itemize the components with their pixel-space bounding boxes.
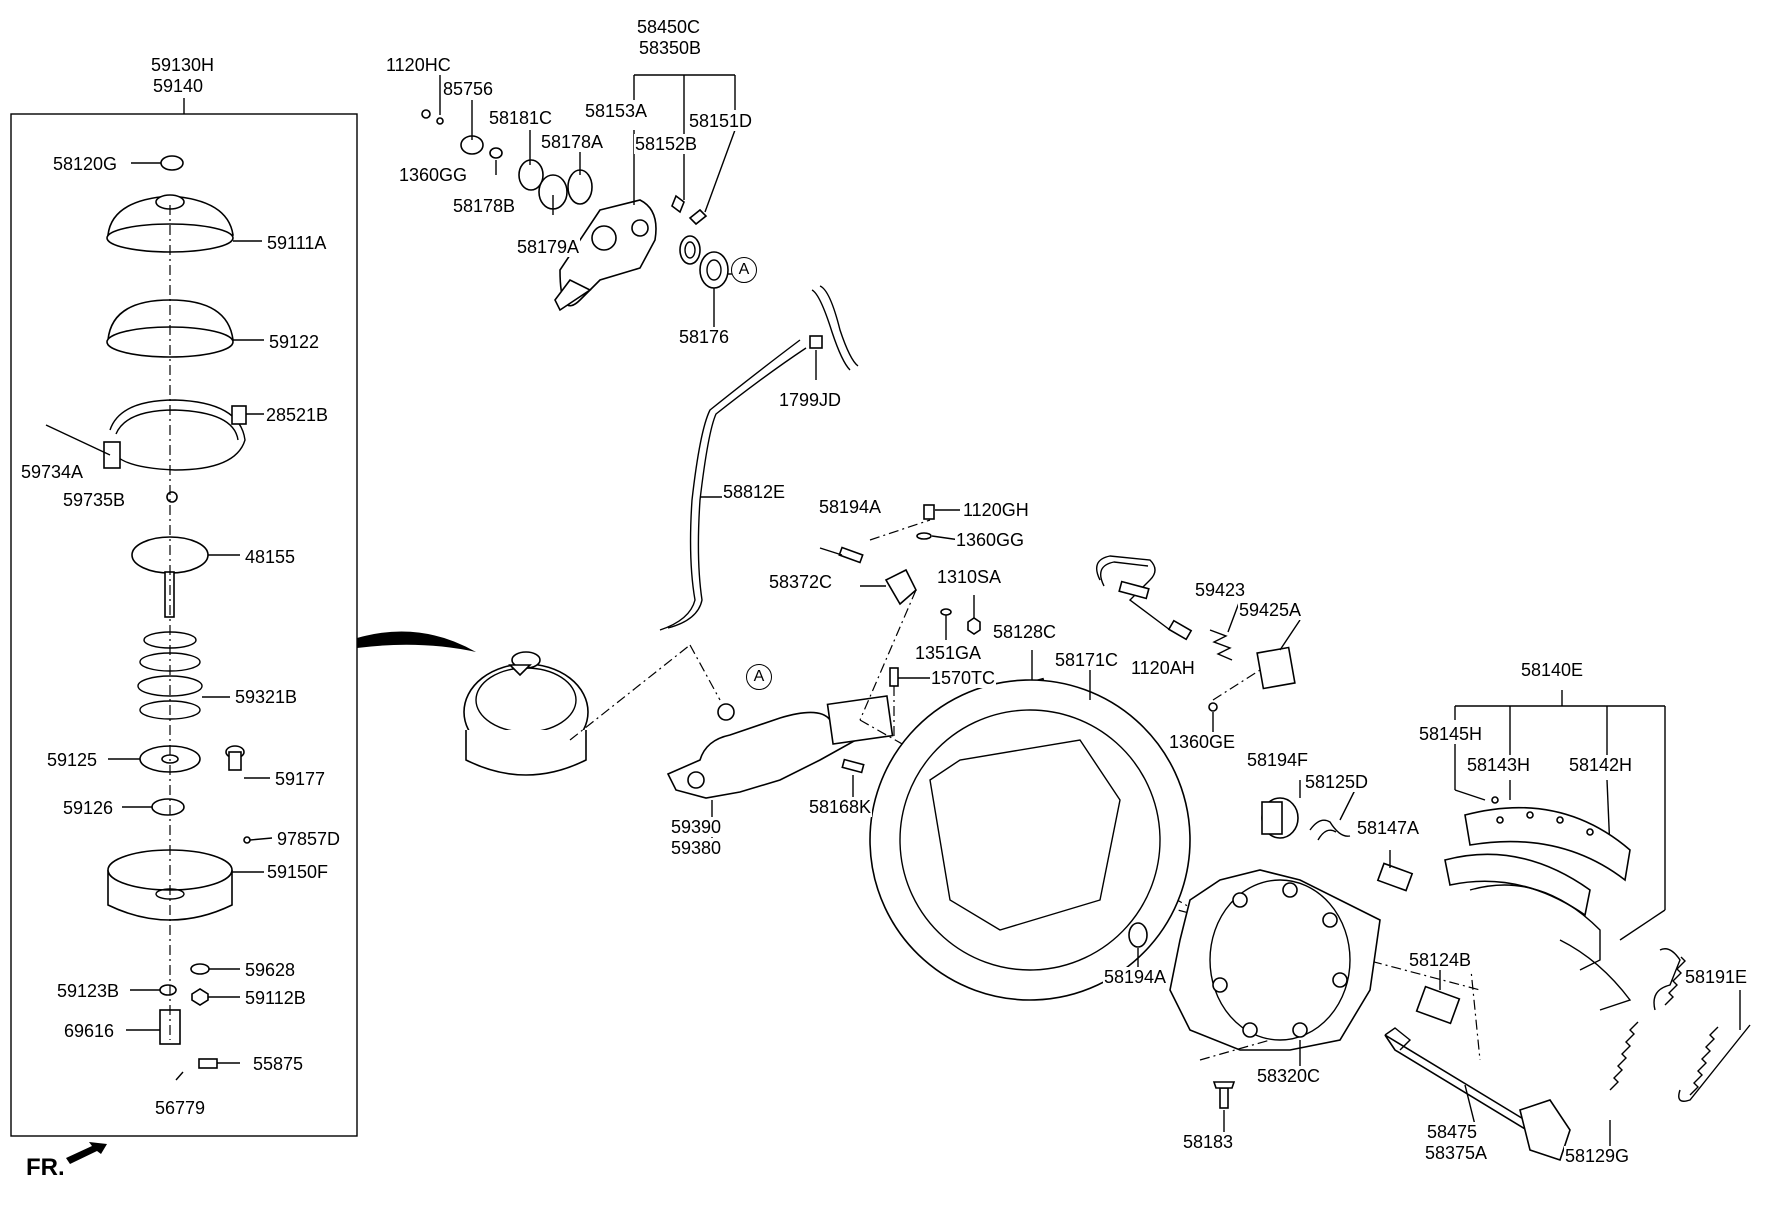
part-label-58120G: 58120G	[52, 154, 119, 174]
part-label-58183: 58183	[1182, 1132, 1235, 1152]
hose-bracket-part	[819, 504, 981, 721]
part-label-58450C: 58450C	[636, 17, 702, 37]
part-label-58142H: 58142H	[1568, 755, 1634, 775]
part-label-58194F: 58194F	[1246, 750, 1310, 770]
part-label-58168K: 58168K	[808, 797, 873, 817]
part-label-28521B: 28521B	[265, 405, 330, 425]
part-label-59122: 59122	[268, 332, 321, 352]
part-label-58178B: 58178B	[452, 196, 517, 216]
plug-part	[225, 745, 270, 779]
part-label-1351GA: 1351GA	[914, 643, 983, 663]
part-label-58372C: 58372C	[768, 572, 834, 592]
part-label-58152B: 58152B	[634, 134, 699, 154]
part-label-1799JD: 1799JD	[778, 390, 843, 410]
part-label-58171C: 58171C	[1054, 650, 1120, 670]
part-label-58191E: 58191E	[1684, 967, 1749, 987]
mounting-bolt-part	[841, 758, 865, 800]
part-label-1310SA: 1310SA	[936, 567, 1003, 587]
cable-tie-part	[809, 285, 859, 380]
part-label-59111A: 59111A	[266, 233, 328, 253]
part-label-58140E: 58140E	[1520, 660, 1585, 680]
part-label-1360GG-b: 1360GG	[955, 530, 1026, 550]
part-label-59735B: 59735B	[62, 490, 127, 510]
part-label-59321B: 59321B	[234, 687, 299, 707]
reference-marker-a: A	[731, 257, 757, 283]
part-label-58375A: 58375A	[1424, 1143, 1489, 1163]
cap-part	[131, 155, 184, 171]
part-label-59150F: 59150F	[266, 862, 330, 882]
part-label-59390: 59390	[670, 817, 723, 837]
part-label-58320C: 58320C	[1256, 1066, 1322, 1086]
grease-fitting-part	[889, 667, 935, 740]
part-label-58147A: 58147A	[1356, 818, 1421, 838]
part-label-1360GG: 1360GG	[398, 165, 469, 185]
brake-chamber-part	[463, 644, 721, 776]
front-direction-label: FR.	[26, 1154, 65, 1181]
part-label-58145H: 58145H	[1418, 724, 1484, 744]
part-label-58178A: 58178A	[540, 132, 605, 152]
camshaft-part	[1384, 1027, 1571, 1162]
part-label-85756: 85756	[442, 79, 495, 99]
slack-adjuster-part	[421, 74, 742, 330]
part-label-55875: 55875	[252, 1054, 305, 1074]
part-label-59126: 59126	[62, 798, 115, 818]
part-label-59425A: 59425A	[1238, 600, 1303, 620]
seal-part	[122, 798, 185, 816]
part-label-59380: 59380	[670, 838, 723, 858]
part-label-58475: 58475	[1426, 1122, 1479, 1142]
part-label-1360GE: 1360GE	[1168, 732, 1237, 752]
chamber-housing-part	[106, 194, 262, 253]
part-label-59123B: 59123B	[56, 981, 121, 1001]
part-label-59177: 59177	[274, 769, 327, 789]
part-label-58194A: 58194A	[818, 497, 883, 517]
part-label-58812E: 58812E	[722, 482, 787, 502]
part-label-58128C: 58128C	[992, 622, 1058, 642]
dust-shield-part	[869, 668, 1191, 1001]
part-label-58125D: 58125D	[1304, 772, 1370, 792]
part-label-56779: 56779	[154, 1098, 207, 1118]
part-label-58124B: 58124B	[1408, 950, 1473, 970]
reference-marker-a-2: A	[746, 664, 772, 690]
part-label-59734A: 59734A	[20, 462, 85, 482]
part-label-97857D: 97857D	[276, 829, 342, 849]
part-label-1120GH: 1120GH	[962, 500, 1030, 520]
part-label-1120AH: 1120AH	[1130, 658, 1196, 678]
part-label-58194A-b: 58194A	[1103, 967, 1168, 987]
part-label-58129G: 58129G	[1564, 1146, 1631, 1166]
part-label-59112B: 59112B	[244, 988, 307, 1008]
bushing-part	[1128, 922, 1148, 948]
part-label-48155: 48155	[244, 547, 297, 567]
brake-shoe-kit-part	[1444, 690, 1666, 1011]
part-label-59125: 59125	[46, 750, 99, 770]
part-label-58153A: 58153A	[584, 101, 649, 121]
part-label-59140: 59140	[152, 76, 205, 96]
front-arrow-icon	[66, 1142, 107, 1164]
part-label-59628: 59628	[244, 960, 297, 980]
camshaft-bushing-parts	[1261, 779, 1461, 1025]
part-label-1120HC: 1120HC	[385, 55, 452, 75]
part-label-58176: 58176	[678, 327, 731, 347]
part-label-58181C: 58181C	[488, 108, 554, 128]
assembly-arrow	[357, 631, 476, 652]
clamp-band-part	[45, 399, 264, 503]
brake-spider-part	[1169, 869, 1381, 1075]
part-label-59423: 59423	[1194, 580, 1247, 600]
part-label-58151D: 58151D	[688, 111, 754, 131]
part-label-58143H: 58143H	[1466, 755, 1532, 775]
part-label-59130H: 59130H	[150, 55, 216, 75]
part-label-58350B: 58350B	[638, 38, 703, 58]
part-label-69616: 69616	[63, 1021, 116, 1041]
part-label-1570TC: 1570TC	[930, 668, 997, 688]
part-label-58179A: 58179A	[516, 237, 581, 257]
